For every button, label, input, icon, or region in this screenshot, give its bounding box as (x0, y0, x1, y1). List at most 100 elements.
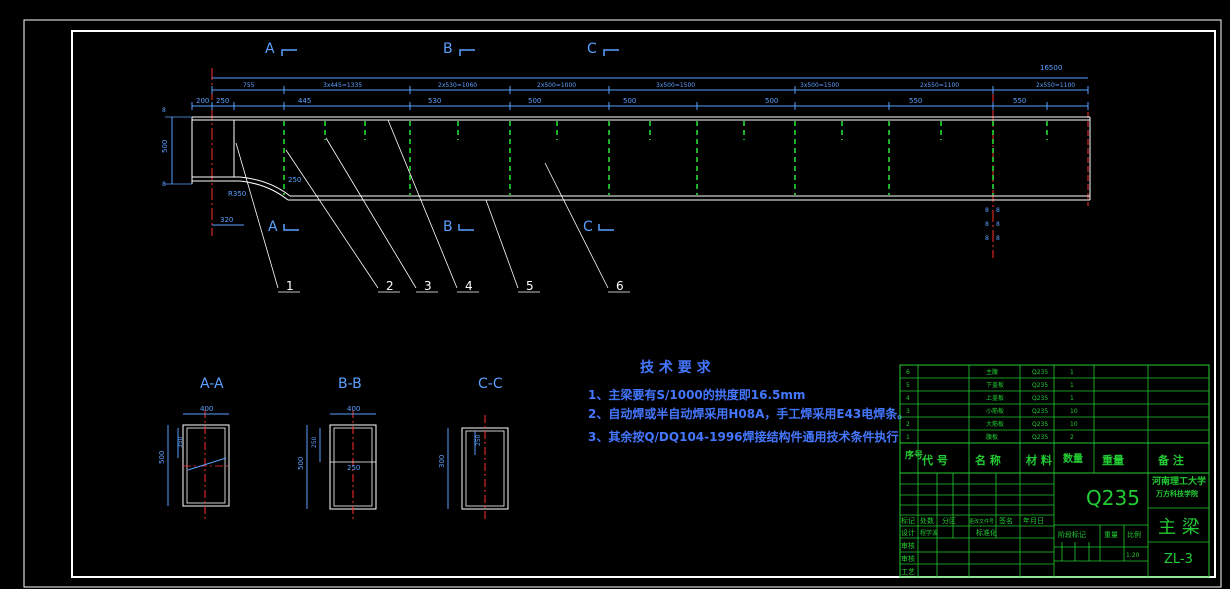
left-radius: R350 (228, 190, 246, 198)
section-arrow (603, 49, 619, 56)
bom-h-material: 材 料 (1026, 453, 1052, 467)
tech-item-2: 2、自动焊或半自动焊采用H08A，手工焊采用E43电焊条。 (588, 406, 909, 421)
section-arrow (458, 224, 474, 231)
span-label: 3x445=1335 (323, 82, 362, 89)
lbl-zone: 分区 (942, 516, 956, 525)
bom-material: Q235 (1032, 369, 1048, 376)
bom-h-qty: 数量 (1063, 452, 1083, 465)
lbl-mark: 标记 (901, 516, 915, 525)
svg-text:8: 8 (985, 207, 989, 214)
section-a-height: 500 (158, 451, 166, 464)
bottom-left: 320 (220, 216, 233, 224)
lbl-std: 标准化 (976, 528, 997, 537)
callout-number: 2 (386, 279, 394, 293)
svg-text:8: 8 (996, 235, 1000, 242)
spacing-label: 250 (216, 97, 229, 105)
svg-text:8: 8 (985, 221, 989, 228)
bom-h-no: 序号 (905, 449, 923, 461)
spacing-label: 500 (528, 97, 541, 105)
school: 河南理工大学 (1152, 475, 1206, 487)
spacing-label: 500 (623, 97, 636, 105)
span-label: 2x550=1100 (920, 82, 959, 89)
section-c-c: C-C 300 250 (438, 376, 509, 520)
section-arrow (598, 224, 614, 231)
bom-no: 6 (906, 369, 910, 376)
bom-name: 主腹 (986, 368, 998, 376)
section-arrow (459, 49, 475, 56)
lbl-doc: 更改文件号 (969, 518, 994, 525)
section-b-height: 500 (297, 457, 305, 470)
section-mark-top: B (443, 41, 453, 57)
dept: 万方科技学院 (1155, 489, 1198, 498)
designer: 程学波 (920, 529, 938, 537)
bom-h-note: 备 注 (1157, 453, 1184, 467)
lbl-design: 设计 (901, 528, 915, 537)
left-small-top: 8 (162, 107, 166, 114)
lbl-check: 审核 (901, 541, 915, 550)
section-a-inner: 350 (177, 436, 184, 448)
section-c-title: C-C (478, 376, 503, 392)
callout-leader (325, 137, 417, 289)
section-b-inner2: 250 (347, 464, 360, 472)
transition-curve (239, 176, 291, 197)
section-mark-top: A (265, 41, 275, 57)
left-height: 500 (161, 140, 169, 153)
lbl-sign: 签名 (999, 516, 1013, 525)
spacing-label: 445 (298, 97, 311, 105)
section-b-width: 400 (347, 405, 360, 413)
bom-h-weight: 重量 (1102, 453, 1124, 467)
svg-text:8: 8 (996, 221, 1000, 228)
bom-material: Q235 (1032, 408, 1048, 415)
bom-material: Q235 (1032, 382, 1048, 389)
part-name: 主 梁 (1158, 517, 1200, 538)
bom-name: 腹板 (986, 433, 998, 441)
span-label: 3x500=1500 (800, 82, 839, 89)
bom-material: Q235 (1032, 421, 1048, 428)
section-a-a: A-A 400 500 350 (158, 376, 230, 520)
span-label: 2x550=1100 (1036, 82, 1075, 89)
span-label: 2x500=1000 (537, 82, 576, 89)
lbl-review: 审核 (901, 554, 915, 563)
span-label: 3x500=1500 (656, 82, 695, 89)
spacing-label: 500 (765, 97, 778, 105)
bom-qty: 1 (1070, 369, 1074, 376)
spacing-label: 550 (909, 97, 922, 105)
bom-material: Q235 (1032, 434, 1048, 441)
section-mark-bottom: C (583, 219, 593, 235)
lbl-stage: 阶段标记 (1058, 530, 1086, 539)
section-b-inner: 250 (311, 436, 318, 448)
bom-qty: 1 (1070, 382, 1074, 389)
section-mark-bottom: A (268, 219, 278, 235)
bom-no: 4 (906, 395, 910, 402)
title-block: Q235 河南理工大学 万方科技学院 主 梁 ZL-3 1:20 标记 处数 分… (899, 472, 1210, 578)
callout-number: 3 (424, 279, 432, 293)
spacing-label: 530 (428, 97, 441, 105)
bom-no: 5 (906, 382, 910, 389)
svg-text:8: 8 (985, 235, 989, 242)
callout-leader (485, 199, 519, 289)
stiffeners (283, 121, 1048, 195)
bom-h-code: 代 号 (921, 453, 948, 467)
span-label: 2x530=1060 (438, 82, 477, 89)
web-250: 250 (288, 176, 301, 184)
left-small-bottom: 8 (162, 181, 166, 188)
sheet-inner-border (71, 30, 1216, 578)
overall-dim: 16500 (1040, 64, 1062, 72)
spacing-label: 200 (196, 97, 209, 105)
spacing-ticks (191, 86, 1089, 110)
bom-qty: 10 (1070, 421, 1078, 428)
tech-requirements: 技 术 要 求 1、主梁要有S/1000的拱度即16.5mm 2、自动焊或半自动… (588, 359, 909, 444)
callout-leader (235, 142, 279, 289)
svg-text:8: 8 (996, 207, 1000, 214)
callout-leader (544, 162, 609, 289)
tech-item-3: 3、其余按Q/DQ104-1996焊接结构件通用技术条件执行 (588, 429, 899, 444)
bom-material: Q235 (1032, 395, 1048, 402)
